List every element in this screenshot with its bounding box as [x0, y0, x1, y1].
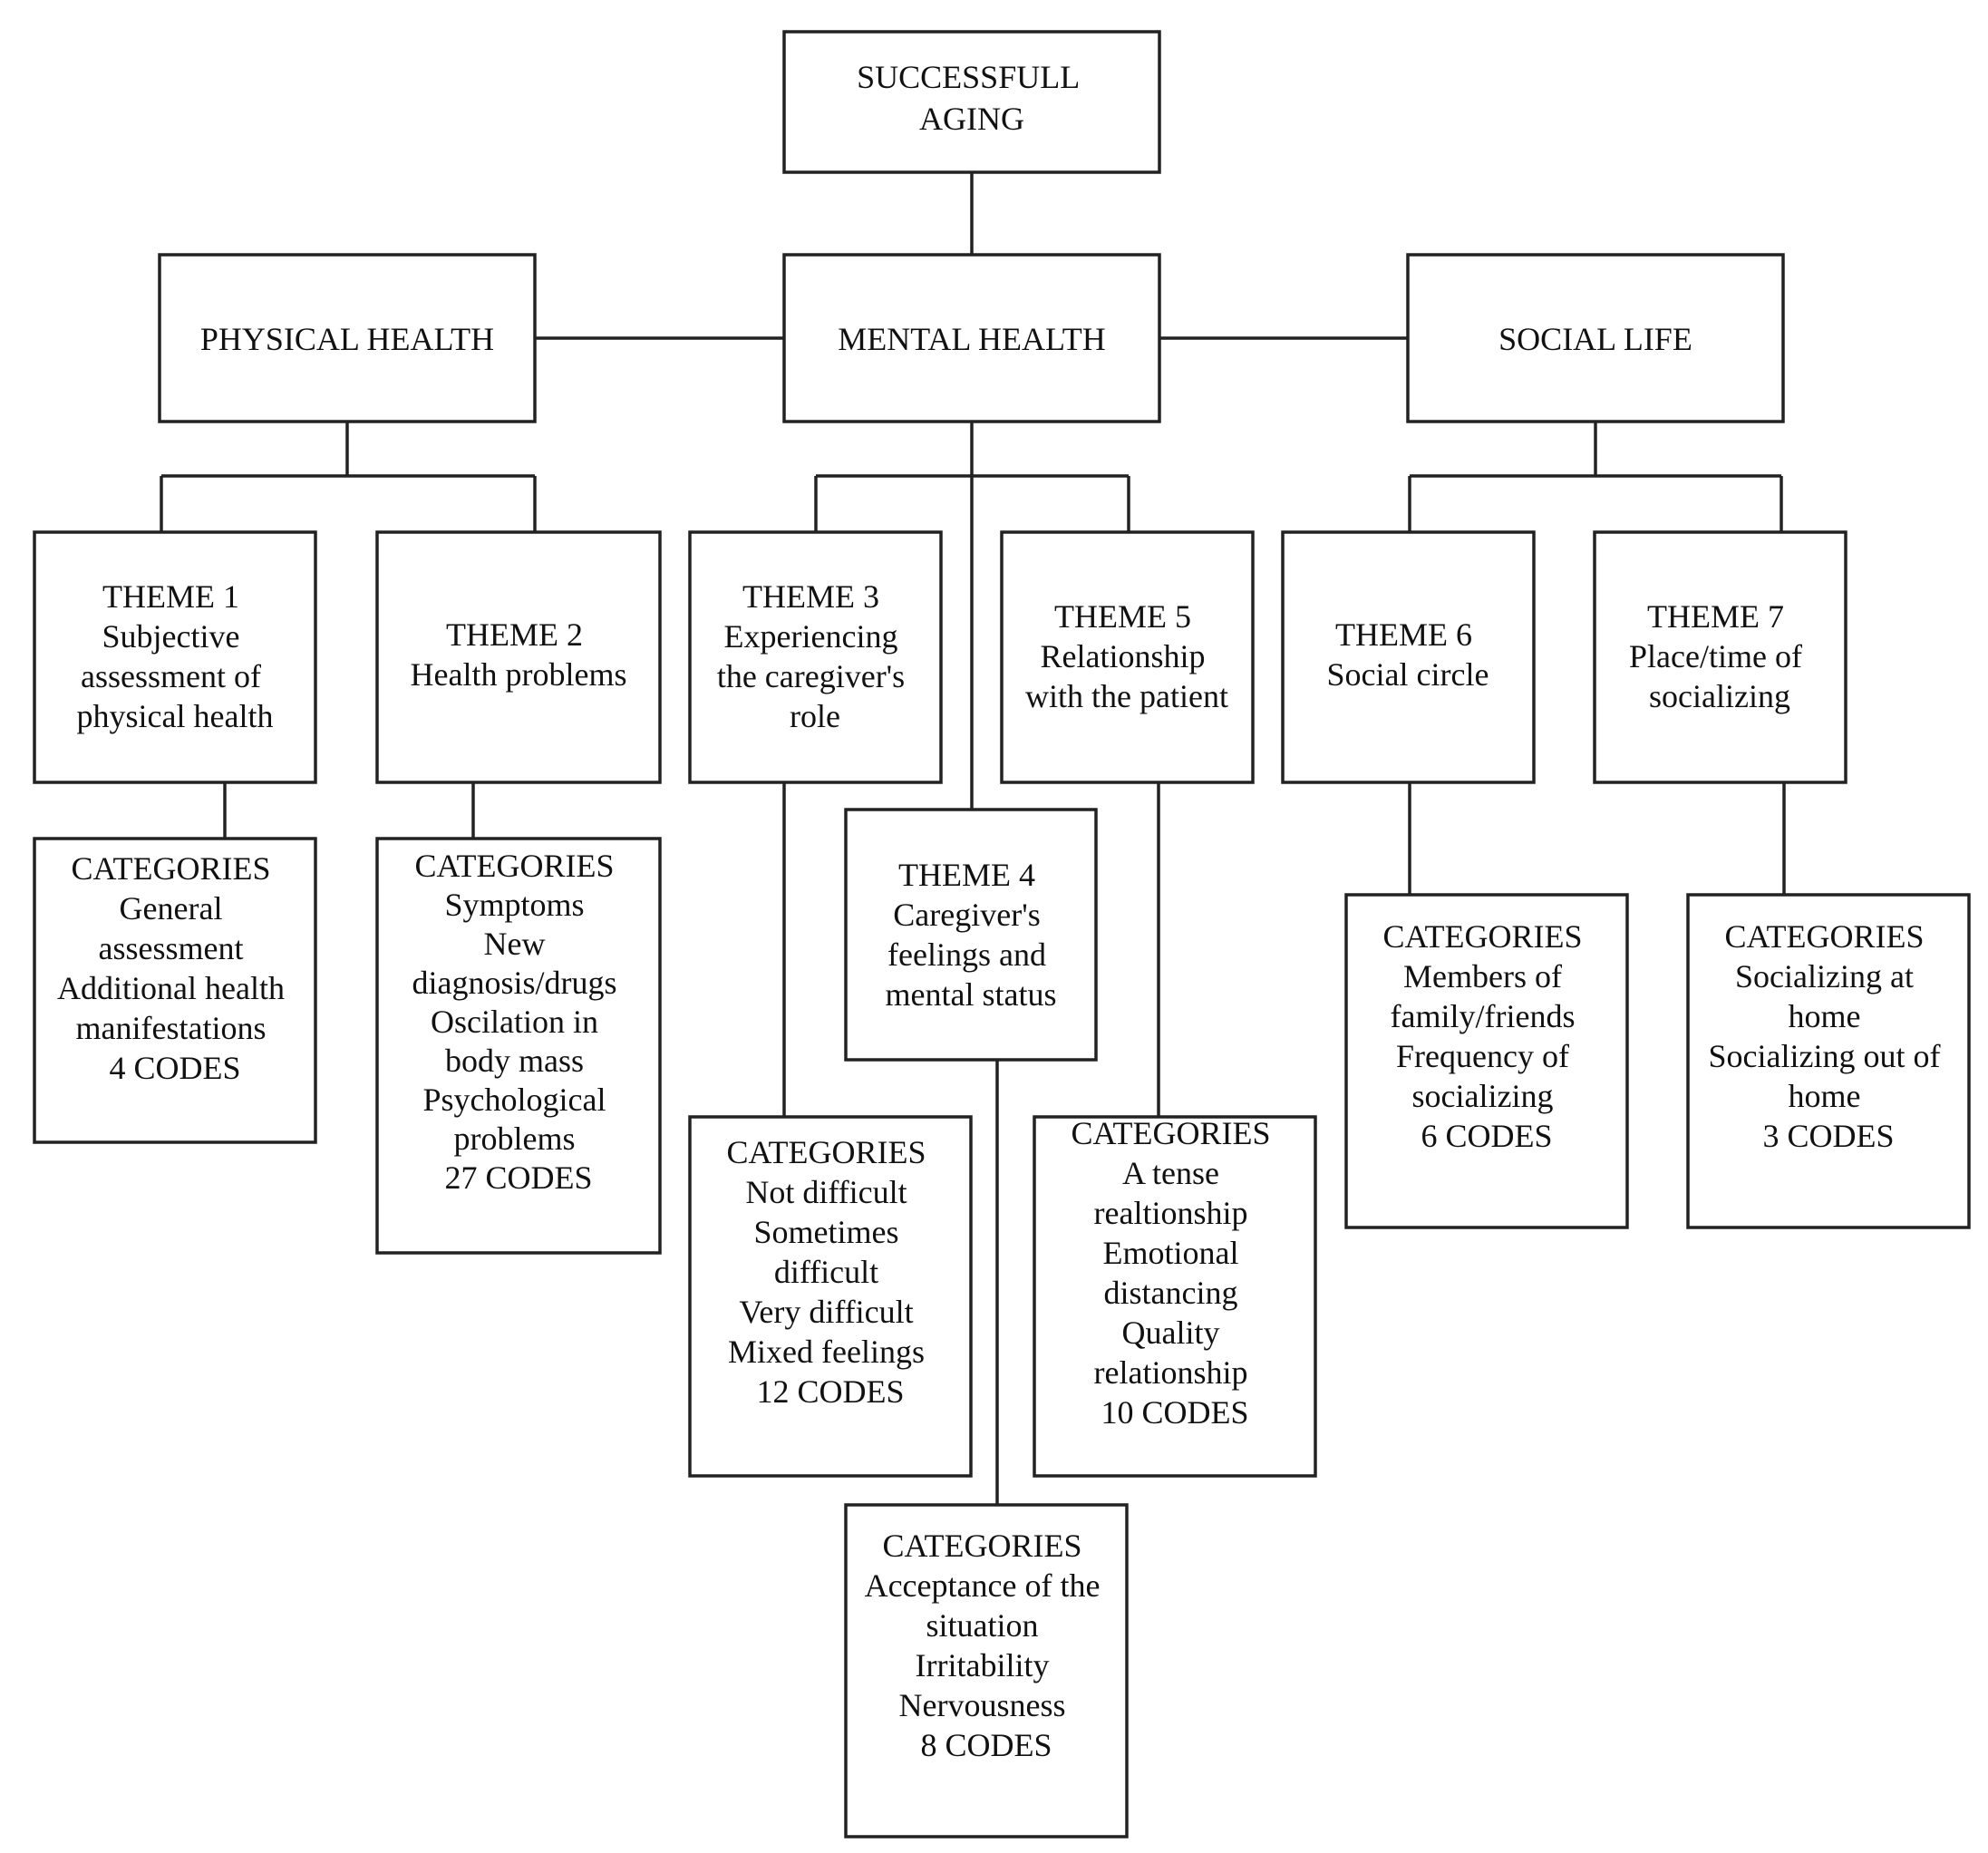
categories-1-box	[33, 837, 317, 1144]
theme-5-label: THEME 5 Relationship with the patient	[1025, 598, 1228, 714]
theme-7-label: THEME 7 Place/time of socializing	[1629, 598, 1810, 714]
categories-1-node: CATEGORIES General assessment Additional…	[33, 837, 317, 1144]
categories-2-text: CATEGORIES Symptoms New diagnosis/drugs …	[412, 848, 625, 1196]
categories-2-box	[375, 837, 662, 1255]
theme-3-box	[688, 530, 943, 784]
categories-6-box	[1344, 893, 1629, 1229]
categories-6-node: CATEGORIES Members of family/friends Fre…	[1344, 893, 1629, 1229]
categories-4-box	[844, 1503, 1129, 1838]
theme-4-box	[844, 808, 1098, 1062]
domain-physical-health: PHYSICAL HEALTH	[158, 253, 537, 423]
domain-mental-label: MENTAL HEALTH	[838, 321, 1105, 357]
theme-6-node: THEME 6 Social circle	[1281, 530, 1536, 784]
categories-5-text: CATEGORIES A tense realtionship Emotiona…	[1071, 1115, 1278, 1431]
theme-3-node: THEME 3 Experiencing the caregiver's rol…	[688, 530, 943, 784]
categories-7-node: CATEGORIES Socializing at home Socializi…	[1686, 893, 1971, 1229]
categories-7-text: CATEGORIES Socializing at home Socializi…	[1709, 918, 1949, 1154]
domain-social-life: SOCIAL LIFE	[1406, 253, 1785, 423]
root-line-2: AGING	[919, 101, 1024, 137]
theme-2-label: THEME 2 Health problems	[411, 616, 627, 693]
categories-3-node: CATEGORIES Not difficult Sometimes diffi…	[688, 1115, 973, 1478]
theme-7-box	[1593, 530, 1847, 784]
categories-7-box	[1686, 893, 1971, 1229]
domain-mental-health: MENTAL HEALTH	[782, 253, 1161, 423]
root-node: SUCCESSFULL AGING	[782, 30, 1161, 174]
categories-3-text: CATEGORIES Not difficult Sometimes diffi…	[726, 1134, 934, 1410]
theme-5-box	[1000, 530, 1255, 784]
theme-1-node: THEME 1 Subjective assessment of physica…	[33, 530, 317, 784]
categories-2-node: CATEGORIES Symptoms New diagnosis/drugs …	[375, 837, 662, 1255]
domain-physical-label: PHYSICAL HEALTH	[200, 321, 494, 357]
theme-5-node: THEME 5 Relationship with the patient	[1000, 530, 1255, 784]
root-line-1: SUCCESSFULL	[857, 59, 1079, 95]
domain-physical-box	[158, 253, 537, 423]
theme-1-box	[33, 530, 317, 784]
categories-4-node: CATEGORIES Acceptance of the situation I…	[844, 1503, 1129, 1838]
theme-2-node: THEME 2 Health problems	[375, 530, 662, 784]
theme-7-node: THEME 7 Place/time of socializing	[1593, 530, 1847, 784]
categories-3-box	[688, 1115, 973, 1478]
domain-social-box	[1406, 253, 1785, 423]
theme-4-label: THEME 4 Caregiver's feelings and mental …	[886, 857, 1057, 1013]
theme-3-label: THEME 3 Experiencing the caregiver's rol…	[717, 578, 913, 734]
theme-6-label: THEME 6 Social circle	[1327, 616, 1489, 693]
categories-6-text: CATEGORIES Members of family/friends Fre…	[1382, 918, 1590, 1154]
categories-5-box	[1033, 1115, 1317, 1478]
theme-6-box	[1281, 530, 1536, 784]
connectors	[160, 172, 1786, 1505]
theme-4-node: THEME 4 Caregiver's feelings and mental …	[844, 808, 1098, 1062]
domain-mental-box	[782, 253, 1161, 423]
root-label: SUCCESSFULL AGING	[857, 59, 1087, 137]
root-box	[782, 30, 1161, 174]
categories-1-text: CATEGORIES General assessment Additional…	[57, 850, 293, 1086]
categories-5-node: CATEGORIES A tense realtionship Emotiona…	[1033, 1115, 1317, 1478]
categories-4-text: CATEGORIES Acceptance of the situation I…	[865, 1528, 1109, 1763]
theme-1-label: THEME 1 Subjective assessment of physica…	[77, 578, 274, 734]
theme-2-box	[375, 530, 662, 784]
domain-social-label: SOCIAL LIFE	[1498, 321, 1692, 357]
